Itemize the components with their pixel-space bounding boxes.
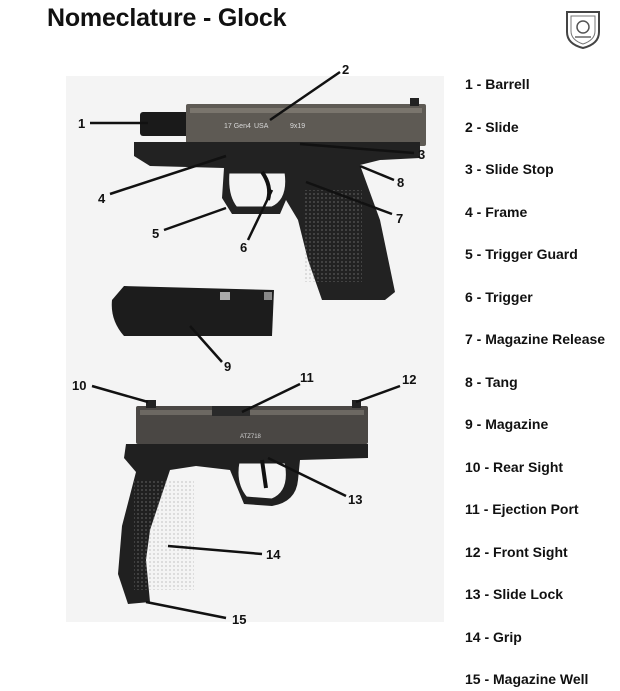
slide-marking: USA xyxy=(254,123,269,130)
frame-upper xyxy=(134,142,420,300)
leader-line xyxy=(359,164,395,182)
legend-item: 14 - Grip xyxy=(465,629,522,645)
callout-number: 8 xyxy=(397,175,404,190)
rear-sight-upper xyxy=(410,98,419,106)
callout-number: 9 xyxy=(224,359,231,374)
legend-item: 8 - Tang xyxy=(465,374,518,390)
leader-line xyxy=(145,600,227,620)
legend-item: 3 - Slide Stop xyxy=(465,161,554,177)
slide xyxy=(186,104,426,146)
pistol-side-view-lower: ATZ718 xyxy=(118,400,368,604)
leader-line xyxy=(109,154,227,196)
leader-line xyxy=(241,382,301,414)
leader-line xyxy=(355,384,401,404)
callout-number: 13 xyxy=(348,492,362,507)
legend-item: 10 - Rear Sight xyxy=(465,459,564,475)
callout-number: 7 xyxy=(396,211,403,226)
barrel xyxy=(140,112,200,136)
slide-marking: 17 Gen4 xyxy=(224,123,251,130)
legend-item: 6 - Trigger xyxy=(465,289,533,305)
legend-item: 11 - Ejection Port xyxy=(465,501,579,517)
pistol-side-view-upper: 17 Gen4 USA 9x19 xyxy=(134,98,426,300)
leader-line xyxy=(246,189,274,241)
callout-number: 10 xyxy=(72,378,86,393)
serial-number: ATZ718 xyxy=(240,434,262,440)
leader-line xyxy=(269,70,341,122)
leader-line xyxy=(299,142,415,155)
callout-number: 14 xyxy=(266,547,281,562)
rear-sight-lower xyxy=(146,400,156,408)
slide-marking: 9x19 xyxy=(290,123,305,130)
leader-line xyxy=(91,384,149,404)
slide-lower xyxy=(136,406,368,444)
ejection-port-lower xyxy=(212,406,250,416)
page-title: Nomeclature - Glock xyxy=(47,4,287,32)
callout-number: 1 xyxy=(78,116,85,131)
legend-item: 13 - Slide Lock xyxy=(465,586,564,602)
trigger-guard-upper xyxy=(226,170,289,210)
legend-item: 1 - Barrell xyxy=(465,76,530,92)
callout-number: 11 xyxy=(300,370,314,385)
leader-line xyxy=(163,206,227,232)
callout-number: 2 xyxy=(342,62,349,77)
legend-item: 7 - Magazine Release xyxy=(465,331,606,347)
callout-number: 3 xyxy=(418,147,425,162)
legend-item: 2 - Slide xyxy=(465,119,519,135)
legend-item: 9 - Magazine xyxy=(465,416,549,432)
leader-line xyxy=(267,456,347,498)
legend-item: 12 - Front Sight xyxy=(465,544,568,560)
callout-number: 6 xyxy=(240,240,247,255)
front-sight-lower xyxy=(352,400,361,408)
legend-item: 5 - Trigger Guard xyxy=(465,246,578,262)
legend-item: 15 - Magazine Well xyxy=(465,671,589,687)
callout-number: 15 xyxy=(232,612,246,627)
leader-line xyxy=(167,544,263,556)
department-seal-icon xyxy=(566,11,600,50)
leader-line xyxy=(305,180,393,216)
magazine-view xyxy=(111,286,274,336)
legend-item: 4 - Frame xyxy=(465,204,528,220)
callout-number: 4 xyxy=(98,191,106,206)
callout-number: 12 xyxy=(402,372,416,387)
callout-number: 5 xyxy=(152,226,159,241)
leader-line xyxy=(189,325,223,363)
